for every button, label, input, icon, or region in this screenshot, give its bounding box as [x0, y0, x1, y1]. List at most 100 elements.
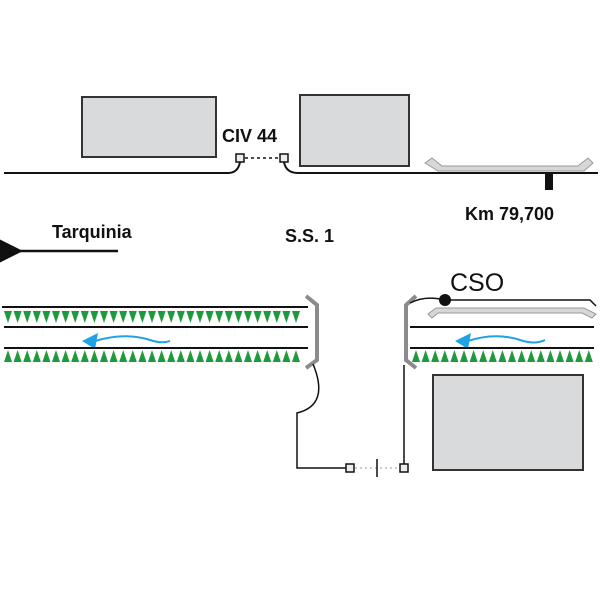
building-top-right	[299, 94, 410, 167]
civ-node-right	[279, 153, 289, 163]
vegetation-triangle	[508, 350, 516, 362]
vegetation-triangle	[52, 311, 60, 323]
vegetation-triangle	[128, 350, 137, 362]
vegetation-triangle	[52, 350, 60, 362]
vegetation-triangle	[272, 311, 281, 323]
vegetation-triangle	[565, 350, 574, 362]
vegetation-triangle	[80, 311, 89, 323]
vegetation-triangle	[71, 311, 80, 323]
civ-node-left	[235, 153, 245, 163]
vegetation-triangle	[13, 350, 22, 362]
ramp-right	[427, 307, 597, 319]
building-bottom-right	[432, 374, 584, 471]
cso-point	[439, 294, 451, 306]
vegetation-triangle	[186, 350, 195, 362]
vegetation-triangle	[138, 350, 147, 362]
vegetation-triangle	[119, 311, 128, 323]
vegetation-triangle	[431, 350, 440, 362]
vegetation-triangle	[536, 350, 545, 362]
vegetation-triangle	[215, 311, 224, 323]
vegetation-triangle	[196, 350, 204, 362]
road-edge-top-left	[4, 161, 241, 174]
vegetation-triangle	[263, 311, 272, 323]
vegetation-triangle	[546, 350, 555, 362]
vegetation-triangle	[234, 311, 243, 323]
vegetation-triangle	[109, 350, 118, 362]
vegetation-triangle	[584, 350, 593, 362]
vegetation-triangle	[575, 350, 584, 362]
vegetation-triangle	[292, 350, 300, 362]
vegetation-triangle	[244, 350, 252, 362]
vegetation-triangle	[128, 311, 137, 323]
vegetation-triangle	[148, 311, 156, 323]
vegetation-triangle	[100, 350, 108, 362]
km-marker	[545, 173, 553, 190]
vegetation-row	[4, 311, 300, 323]
vegetation-triangle	[13, 311, 22, 323]
direction-label: Tarquinia	[52, 222, 133, 242]
vegetation-triangle	[80, 350, 89, 362]
vegetation-triangle	[61, 311, 70, 323]
vegetation-triangle	[196, 311, 204, 323]
cso-cable	[409, 297, 597, 307]
vegetation-triangle	[119, 350, 128, 362]
vegetation-row	[412, 350, 593, 362]
vegetation-triangle	[176, 350, 185, 362]
vegetation-triangle	[32, 311, 41, 323]
barrier-left	[304, 294, 319, 370]
vegetation-triangle	[460, 350, 468, 362]
vegetation-triangle	[488, 350, 497, 362]
civ-label: CIV 44	[222, 126, 277, 146]
vegetation-triangle	[234, 350, 243, 362]
vegetation-triangle	[450, 350, 459, 362]
flow-arrowhead	[82, 333, 98, 349]
vegetation-triangle	[100, 311, 108, 323]
vegetation-triangle	[292, 311, 300, 323]
vegetation-triangle	[148, 350, 156, 362]
vegetation-triangle	[32, 350, 41, 362]
cable-left	[296, 363, 346, 469]
vegetation-triangle	[176, 311, 185, 323]
vegetation-triangle	[167, 311, 176, 323]
vegetation-triangle	[517, 350, 526, 362]
vegetation-triangle	[71, 350, 80, 362]
road-edge-top-right	[283, 161, 598, 174]
building-top-left	[81, 96, 217, 158]
vegetation-triangle	[23, 350, 32, 362]
cso-label: CSO	[450, 269, 504, 297]
vegetation-triangle	[61, 350, 70, 362]
vegetation-triangle	[479, 350, 488, 362]
vegetation-triangle	[23, 311, 32, 323]
vegetation-triangle	[282, 350, 291, 362]
vegetation-triangle	[440, 350, 449, 362]
vegetation-triangle	[186, 311, 195, 323]
vegetation-triangle	[244, 311, 252, 323]
vegetation-row	[4, 350, 300, 362]
vegetation-triangle	[253, 311, 262, 323]
vegetation-triangle	[498, 350, 507, 362]
vegetation-triangle	[421, 350, 430, 362]
road-label: S.S. 1	[285, 226, 334, 246]
vegetation-triangle	[4, 311, 12, 323]
barrier-right	[404, 294, 418, 370]
flow-arrowhead	[455, 333, 471, 349]
vegetation-triangle	[205, 350, 214, 362]
vegetation-triangle	[4, 350, 12, 362]
vegetation-triangle	[272, 350, 281, 362]
vegetation-triangle	[157, 311, 166, 323]
km-label: Km 79,700	[465, 204, 554, 224]
vegetation-triangle	[282, 311, 291, 323]
vegetation-triangle	[205, 311, 214, 323]
vegetation-triangle	[42, 350, 51, 362]
flow-arrow-icon	[467, 335, 546, 344]
vegetation-triangle	[42, 311, 51, 323]
vegetation-triangle	[167, 350, 176, 362]
vegetation-triangle	[224, 311, 233, 323]
vegetation-triangle	[224, 350, 233, 362]
vegetation-triangle	[527, 350, 536, 362]
flow-arrow-icon	[94, 335, 171, 344]
vegetation-triangle	[157, 350, 166, 362]
vegetation-triangle	[469, 350, 478, 362]
